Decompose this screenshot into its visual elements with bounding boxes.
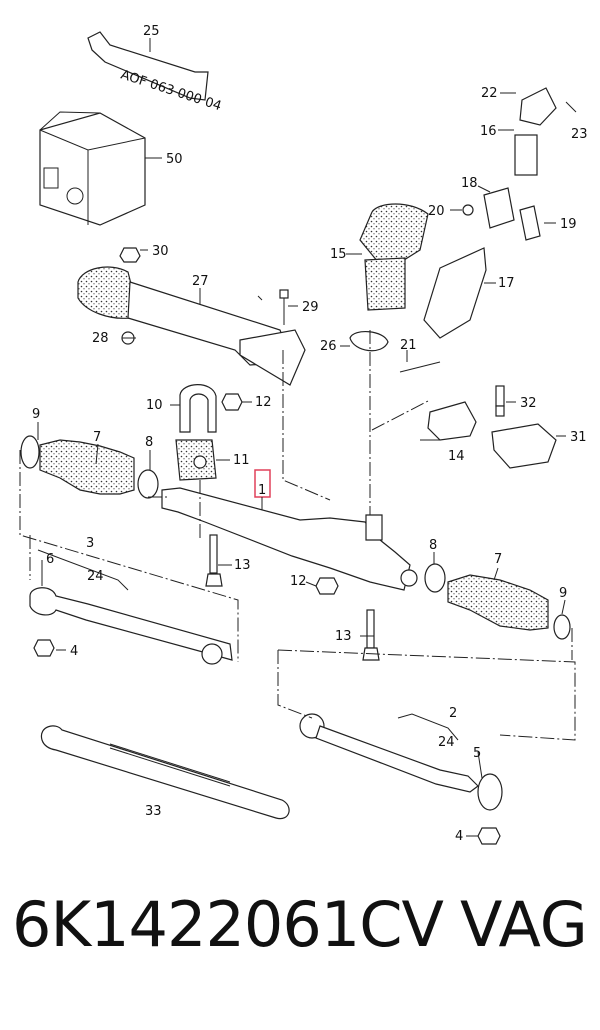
cover-and-bracket <box>427 385 557 469</box>
callout-30: 30 <box>152 244 169 259</box>
right-boot-assembly <box>424 563 571 640</box>
callout-33: 33 <box>145 804 162 819</box>
right-tie-rod <box>299 713 503 845</box>
callouts: 1 2 3 4 4 5 6 7 7 8 8 9 9 10 11 12 12 13… <box>32 24 588 844</box>
callout-15: 15 <box>330 247 347 262</box>
callout-4-left: 4 <box>70 644 78 659</box>
callout-3: 3 <box>86 536 94 551</box>
grease-tube: AOF 063 000 04 <box>87 31 223 114</box>
callout-26: 26 <box>320 339 337 354</box>
part-number: 6K1422061CV <box>12 888 444 961</box>
callout-8-left: 8 <box>145 435 153 450</box>
callout-22: 22 <box>481 86 498 101</box>
callout-4-right: 4 <box>455 829 463 844</box>
callout-16: 16 <box>480 124 497 139</box>
callout-9-left: 9 <box>32 407 40 422</box>
callout-28: 28 <box>92 331 109 346</box>
protective-sleeve <box>40 725 290 820</box>
mounting-bracket <box>175 384 243 481</box>
callout-50: 50 <box>166 152 183 167</box>
callout-7-right: 7 <box>494 552 502 567</box>
callout-29: 29 <box>302 300 319 315</box>
callout-9-right: 9 <box>559 586 567 601</box>
steering-rack <box>161 469 418 591</box>
callout-24-right: 24 <box>438 735 455 750</box>
exploded-parts-diagram: AOF 063 000 04 <box>19 24 588 845</box>
callout-32: 32 <box>520 396 537 411</box>
callout-10: 10 <box>146 398 163 413</box>
callout-23: 23 <box>571 127 588 142</box>
callout-12-bottom: 12 <box>290 574 307 589</box>
callout-11: 11 <box>233 453 250 468</box>
left-tie-rod <box>29 587 233 665</box>
leader-lines <box>37 92 577 837</box>
brand-name: VAG <box>460 888 588 961</box>
callout-24-left: 24 <box>87 569 104 584</box>
guide-lines <box>19 330 576 741</box>
callout-12-top: 12 <box>255 395 272 410</box>
callout-5: 5 <box>473 746 481 761</box>
callout-13-right: 13 <box>335 629 352 644</box>
callout-18: 18 <box>461 176 478 191</box>
callout-2: 2 <box>449 706 457 721</box>
callout-1: 1 <box>258 483 266 498</box>
callout-21: 21 <box>400 338 417 353</box>
callout-8-right: 8 <box>429 538 437 553</box>
left-boot-assembly <box>20 435 159 499</box>
callout-17: 17 <box>498 276 515 291</box>
callout-13-left: 13 <box>234 558 251 573</box>
callout-7-left: 7 <box>93 430 101 445</box>
callout-25: 25 <box>143 24 160 39</box>
packaging-box <box>39 111 162 226</box>
steering-column-parts <box>349 87 557 373</box>
caption-bar: 6K1422061CV VAG <box>0 888 600 1018</box>
callout-20: 20 <box>428 204 445 219</box>
callout-31: 31 <box>570 430 587 445</box>
heat-shield-boot <box>77 266 306 386</box>
callout-6: 6 <box>46 552 54 567</box>
callout-19: 19 <box>560 217 577 232</box>
callout-27: 27 <box>192 274 209 289</box>
callout-14: 14 <box>448 449 465 464</box>
